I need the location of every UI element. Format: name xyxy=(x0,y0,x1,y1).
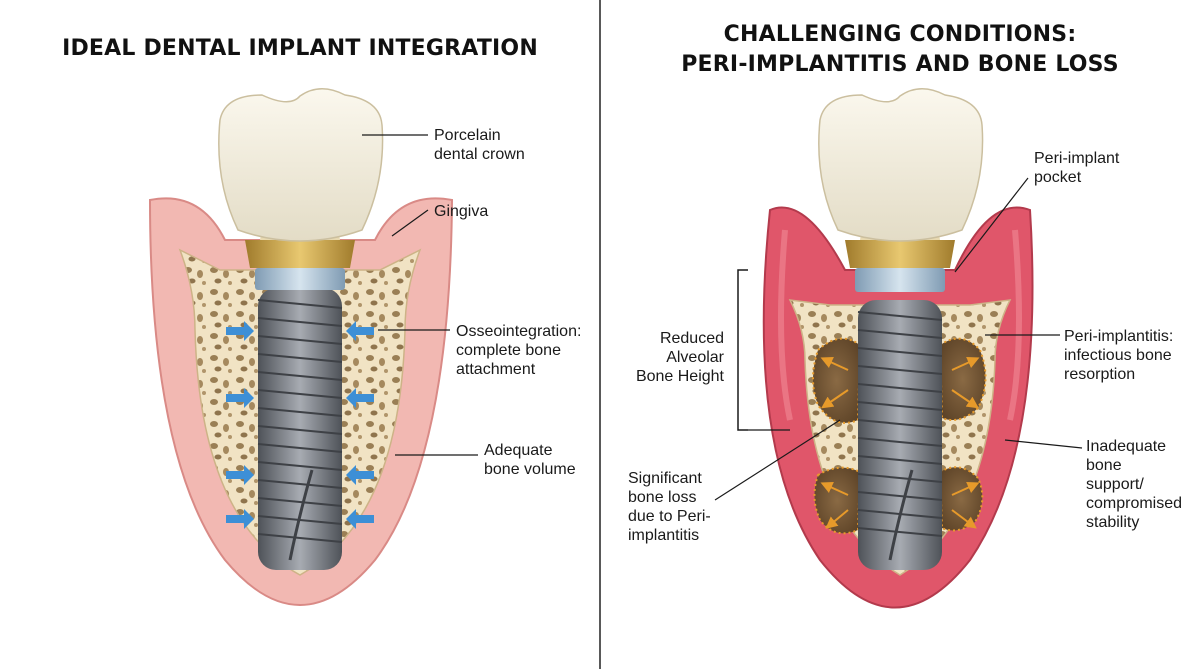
right-panel-title: CHALLENGING CONDITIONS: PERI-IMPLANTITIS… xyxy=(640,20,1160,80)
label-significant-bone-loss: Significant bone loss due to Peri- impla… xyxy=(628,469,711,545)
label-line: resorption xyxy=(1064,366,1136,383)
left-panel-title: IDEAL DENTAL IMPLANT INTEGRATION xyxy=(62,36,538,61)
label-line: implantitis xyxy=(628,527,700,544)
label-peri-implantitis: Peri-implantitis: infectious bone resorp… xyxy=(1064,327,1173,384)
label-line: pocket xyxy=(1034,169,1082,186)
left-osseo-arrows xyxy=(226,321,374,529)
left-abutment xyxy=(245,240,355,268)
label-gingiva: Gingiva xyxy=(434,202,488,221)
label-line: Alveolar xyxy=(666,349,724,366)
label-line: bone loss xyxy=(628,489,697,506)
label-line: Peri-implantitis: xyxy=(1064,328,1174,345)
label-line: due to Peri- xyxy=(628,508,711,525)
leader-inadequate xyxy=(1004,439,1083,449)
label-line: dental crown xyxy=(434,146,525,163)
label-line: infectious bone xyxy=(1064,347,1172,364)
label-line: stability xyxy=(1086,514,1140,531)
right-title-line2: PERI-IMPLANTITIS AND BONE LOSS xyxy=(681,52,1119,77)
label-line: Bone Height xyxy=(635,368,724,385)
label-line: Significant xyxy=(628,470,702,487)
label-line: support/ xyxy=(1086,476,1144,493)
label-porcelain-crown: Porcelain dental crown xyxy=(434,126,525,164)
label-line: compromised xyxy=(1086,495,1183,512)
bone-height-bracket xyxy=(737,269,748,431)
label-peri-implant-pocket: Peri-implant pocket xyxy=(1034,149,1119,187)
right-title-line1: CHALLENGING CONDITIONS: xyxy=(723,22,1077,47)
label-line: attachment xyxy=(456,361,536,378)
leader-boneloss xyxy=(714,419,841,501)
label-line: Porcelain xyxy=(434,127,501,144)
label-line: Adequate xyxy=(484,442,553,459)
label-line: complete bone xyxy=(456,342,561,359)
label-line: Gingiva xyxy=(434,203,489,220)
right-porcelain-crown xyxy=(818,88,984,242)
label-line: bone xyxy=(1086,457,1122,474)
label-line: Inadequate xyxy=(1086,438,1167,455)
label-adequate-bone: Adequate bone volume xyxy=(484,441,576,479)
right-implant-fixture xyxy=(857,300,943,570)
label-inadequate-support: Inadequate bone support/ compromised sta… xyxy=(1086,437,1182,532)
label-line: Peri-implant xyxy=(1034,150,1120,167)
left-porcelain-crown xyxy=(218,88,384,242)
label-reduced-bone-height: Reduced Alveolar Bone Height xyxy=(620,329,724,386)
right-resorption-arrows xyxy=(820,357,980,529)
label-line: Osseointegration: xyxy=(456,323,582,340)
leader-gingiva xyxy=(391,209,429,237)
leader-pocket xyxy=(954,177,1029,273)
label-osseointegration: Osseointegration: complete bone attachme… xyxy=(456,322,581,379)
label-line: Reduced xyxy=(659,330,724,347)
left-implant-fixture xyxy=(257,288,343,570)
left-implant-collar xyxy=(255,268,345,290)
right-implant-collar xyxy=(855,268,945,292)
label-line: bone volume xyxy=(484,461,576,478)
right-abutment xyxy=(845,240,955,268)
